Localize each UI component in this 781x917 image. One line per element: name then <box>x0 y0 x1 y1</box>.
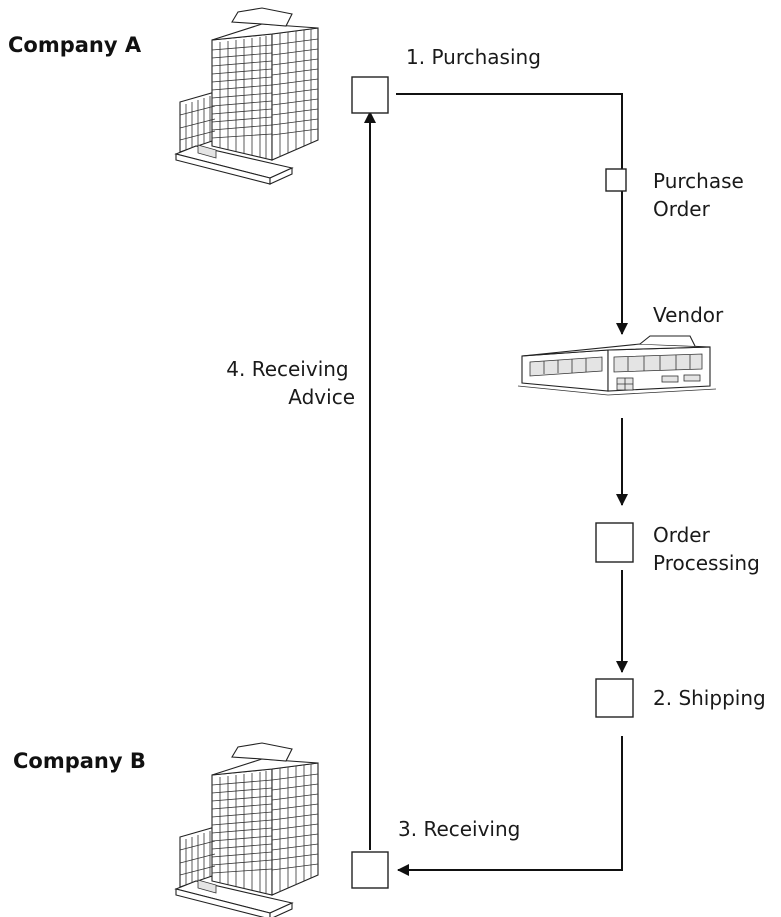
purchase-order-document-icon <box>606 169 626 191</box>
order-processing-box <box>596 523 633 562</box>
purchasing-box <box>352 77 388 113</box>
vendor-label: Vendor <box>653 303 724 327</box>
flow-arrows <box>370 94 622 870</box>
company-b-label: Company B <box>13 749 146 773</box>
office-building-icon <box>176 8 318 184</box>
office-building-icon <box>176 743 318 917</box>
warehouse-icon <box>518 336 716 395</box>
order-processing-label: Order Processing <box>653 523 760 575</box>
receiving-box <box>352 852 388 888</box>
purchase-order-label: Purchase Order <box>653 169 750 221</box>
company-a-label: Company A <box>8 33 142 57</box>
purchasing-label: 1. Purchasing <box>406 45 541 69</box>
shipping-label: 2. Shipping <box>653 686 766 710</box>
receiving-label: 3. Receiving <box>398 817 520 841</box>
receiving-advice-label: 4. Receiving Advice <box>226 357 355 409</box>
shipping-box <box>596 679 633 717</box>
